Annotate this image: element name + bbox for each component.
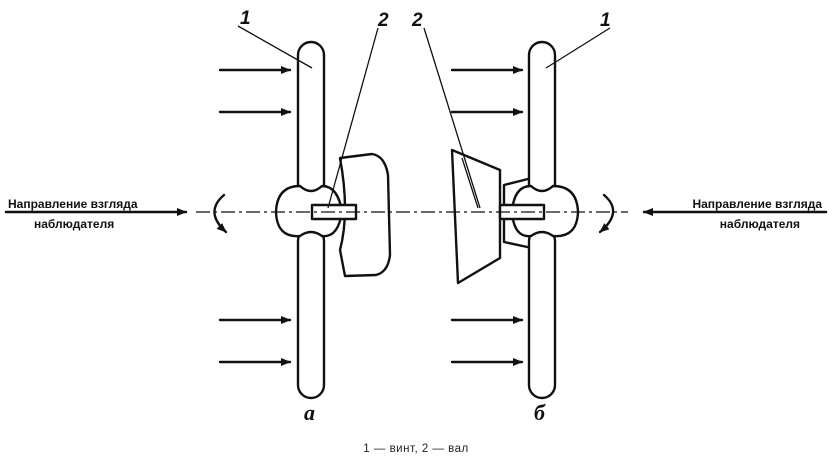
label-variant-a: а <box>304 400 315 425</box>
right-assembly <box>423 27 615 400</box>
direction-label-left-line2: наблюдателя <box>34 217 114 231</box>
leader-line-1 <box>237 25 313 69</box>
leader-line-2 <box>423 27 481 209</box>
figure-caption: 1 — винт, 2 — вал <box>363 443 468 455</box>
shaft-housing-tapered <box>450 148 502 285</box>
leader-line-2 <box>327 27 379 209</box>
left-assembly <box>213 25 392 400</box>
label-propeller-left: 1 <box>240 8 251 29</box>
propeller-blade-upper <box>296 40 326 204</box>
rotation-arrow <box>213 193 228 234</box>
direction-label-right-line2: наблюдателя <box>720 217 800 231</box>
direction-label-right-line1: Направление взгляда <box>692 197 822 211</box>
propeller-blade-upper <box>527 40 557 204</box>
rotation-arrow <box>598 193 615 234</box>
label-propeller-right: 1 <box>600 10 611 31</box>
propeller-blade-lower <box>296 226 326 400</box>
direction-label-left-line1: Направление взгляда <box>8 197 138 211</box>
leader-line-1 <box>545 27 611 69</box>
label-shaft-right: 2 <box>411 10 423 31</box>
label-variant-b: б <box>534 400 546 425</box>
housing-inner-line <box>461 157 479 209</box>
label-shaft-left: 2 <box>377 10 389 31</box>
propeller-blade-lower <box>527 226 557 400</box>
